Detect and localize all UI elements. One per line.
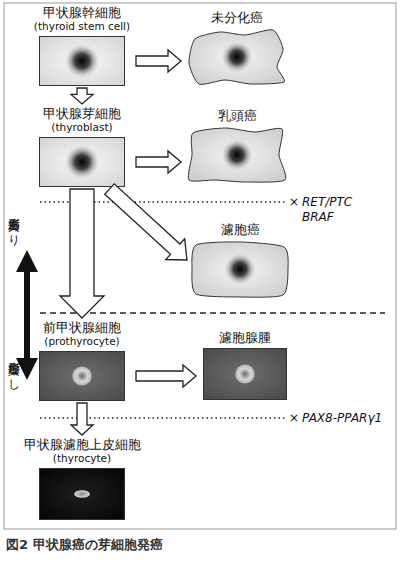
cell-name-english: (thyroblast) bbox=[51, 121, 112, 134]
cell-body bbox=[190, 239, 290, 299]
cell-outline bbox=[40, 352, 124, 400]
cell-name: 甲状腺濾胞上皮細胞 bbox=[24, 437, 141, 452]
hollow-arrow bbox=[136, 50, 181, 72]
cell-name: 濾胞腺腫 bbox=[219, 330, 271, 345]
cell-nucleus bbox=[225, 254, 255, 284]
vertical-note: 癌形質あり bbox=[7, 208, 21, 241]
dotted-divider bbox=[40, 417, 285, 419]
cancer-cell: 濾胞癌 bbox=[190, 222, 290, 299]
hollow-arrow bbox=[60, 189, 104, 318]
cell-outline bbox=[40, 37, 124, 85]
gene-name: PAX8-PPARγ1 bbox=[302, 411, 382, 425]
cell-body bbox=[39, 468, 125, 520]
cell-body bbox=[39, 137, 125, 187]
figure-caption: 図2 甲状腺癌の芽細胞発癌 bbox=[6, 536, 163, 554]
figure-frame bbox=[4, 3, 396, 529]
cell-name: 甲状腺芽細胞 bbox=[43, 106, 121, 121]
dashed-divider bbox=[40, 312, 385, 313]
cell-name: 前甲状腺細胞 bbox=[43, 320, 121, 335]
gene-name: RET/PTC bbox=[302, 195, 352, 209]
cancer-cell: 乳頭癌 bbox=[185, 108, 289, 185]
cell-name-english: (prothyrocyte) bbox=[44, 335, 119, 348]
cell-name: 濾胞癌 bbox=[221, 222, 260, 237]
cell-nucleus bbox=[74, 490, 90, 498]
adenoma-cell: 濾胞腺腫 bbox=[200, 330, 290, 400]
cell-body bbox=[203, 348, 287, 400]
cell-nucleus bbox=[222, 140, 252, 170]
thyroblast-cell: 甲状腺芽細胞(thyroblast) bbox=[32, 106, 132, 187]
cell-nucleus bbox=[222, 42, 252, 72]
cell-outline bbox=[190, 239, 290, 299]
double-arrow-shaft bbox=[24, 268, 30, 362]
hollow-arrow bbox=[136, 365, 196, 387]
irregular-cell-outline bbox=[188, 128, 286, 182]
cell-name-english: (thyroid stem cell) bbox=[34, 20, 130, 33]
cell-body bbox=[39, 36, 125, 86]
cell-outline bbox=[204, 349, 286, 399]
cancer-cell: 未分化癌 bbox=[185, 10, 289, 87]
cell-outline bbox=[185, 125, 289, 185]
prothyrocyte-cell: 前甲状腺細胞(prothyrocyte) bbox=[32, 320, 132, 401]
cell-name: 甲状腺幹細胞 bbox=[43, 5, 121, 20]
cell-body bbox=[39, 351, 125, 401]
cross-mark: × bbox=[289, 411, 299, 425]
cell-outline bbox=[40, 469, 124, 519]
dotted-divider bbox=[40, 201, 285, 203]
cross-mark: × bbox=[289, 195, 299, 209]
hollow-arrow bbox=[71, 403, 93, 435]
hollow-arrow bbox=[71, 88, 93, 104]
cell-nucleus bbox=[65, 45, 98, 78]
gene-name: BRAF bbox=[302, 210, 334, 224]
cell-outline bbox=[40, 138, 124, 186]
hollow-arrow bbox=[105, 184, 187, 260]
cell-body bbox=[185, 125, 289, 185]
double-arrow-head bbox=[16, 250, 38, 272]
cell-outline bbox=[185, 27, 289, 87]
cell-name: 乳頭癌 bbox=[218, 108, 257, 123]
irregular-cell-outline bbox=[192, 242, 288, 297]
cell-name-english: (thyrocyte) bbox=[53, 452, 111, 465]
cell-name: 未分化癌 bbox=[211, 10, 263, 25]
cell-nucleus bbox=[72, 366, 92, 385]
cell-body bbox=[185, 27, 289, 87]
cell-nucleus bbox=[235, 364, 255, 383]
hollow-arrow bbox=[136, 151, 181, 173]
vertical-note: 癌形質なし bbox=[7, 352, 21, 385]
irregular-cell-outline bbox=[189, 30, 285, 85]
stem-cell: 甲状腺幹細胞(thyroid stem cell) bbox=[32, 5, 132, 86]
thyrocyte-cell: 甲状腺濾胞上皮細胞(thyrocyte) bbox=[22, 437, 142, 520]
cell-nucleus bbox=[65, 146, 98, 179]
